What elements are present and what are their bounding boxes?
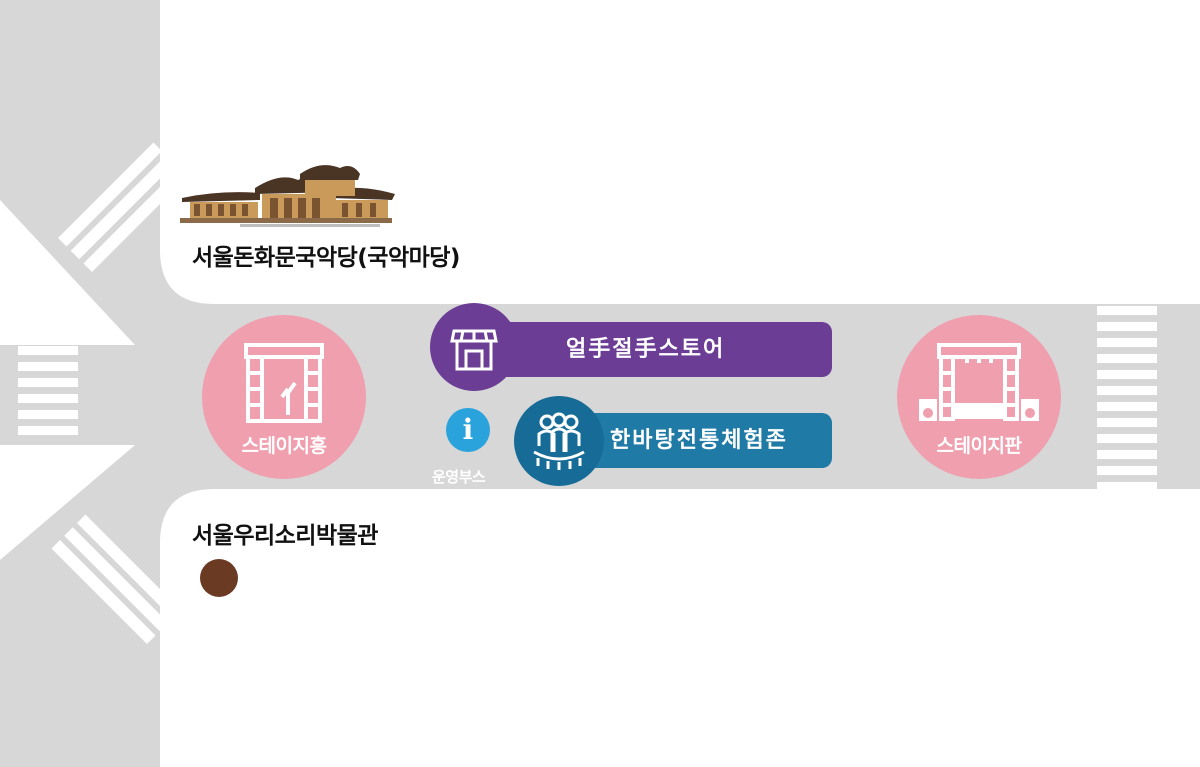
experience-icon-circle [514, 396, 604, 486]
theater-label: 서울돈화문국악당(국악마당) [192, 245, 460, 271]
experience-booth-label: 한바탕전통체험존 [610, 428, 788, 453]
people-icon [533, 412, 585, 470]
speaker-stage-icon [919, 343, 1039, 421]
crosswalk-diagonal-top [57, 142, 188, 272]
museum-label: 서울우리소리박물관 [192, 523, 378, 549]
stage-icon [244, 343, 324, 423]
crosswalk-right [1097, 306, 1157, 489]
stage-heung[interactable]: 스테이지흥 [202, 315, 366, 479]
stage-heung-label: 스테이지흥 [241, 435, 327, 457]
crosswalk-diagonal-bottom [51, 514, 181, 644]
store-booth[interactable]: 얼手절手스토어 [480, 322, 832, 377]
stage-pan[interactable]: 스테이지판 [897, 315, 1061, 479]
museum-marker[interactable] [200, 559, 238, 597]
store-booth-label: 얼手절手스토어 [566, 337, 726, 362]
hanok-building-icon [180, 165, 395, 227]
experience-booth[interactable]: 한바탕전통체험존 [560, 413, 832, 468]
info-booth-label: 운영부스 [432, 468, 486, 486]
stage-pan-label: 스테이지판 [936, 435, 1022, 457]
info-icon[interactable]: i [446, 408, 490, 452]
crosswalk-left [18, 346, 78, 435]
store-icon-circle [430, 303, 518, 391]
store-icon [450, 329, 498, 371]
